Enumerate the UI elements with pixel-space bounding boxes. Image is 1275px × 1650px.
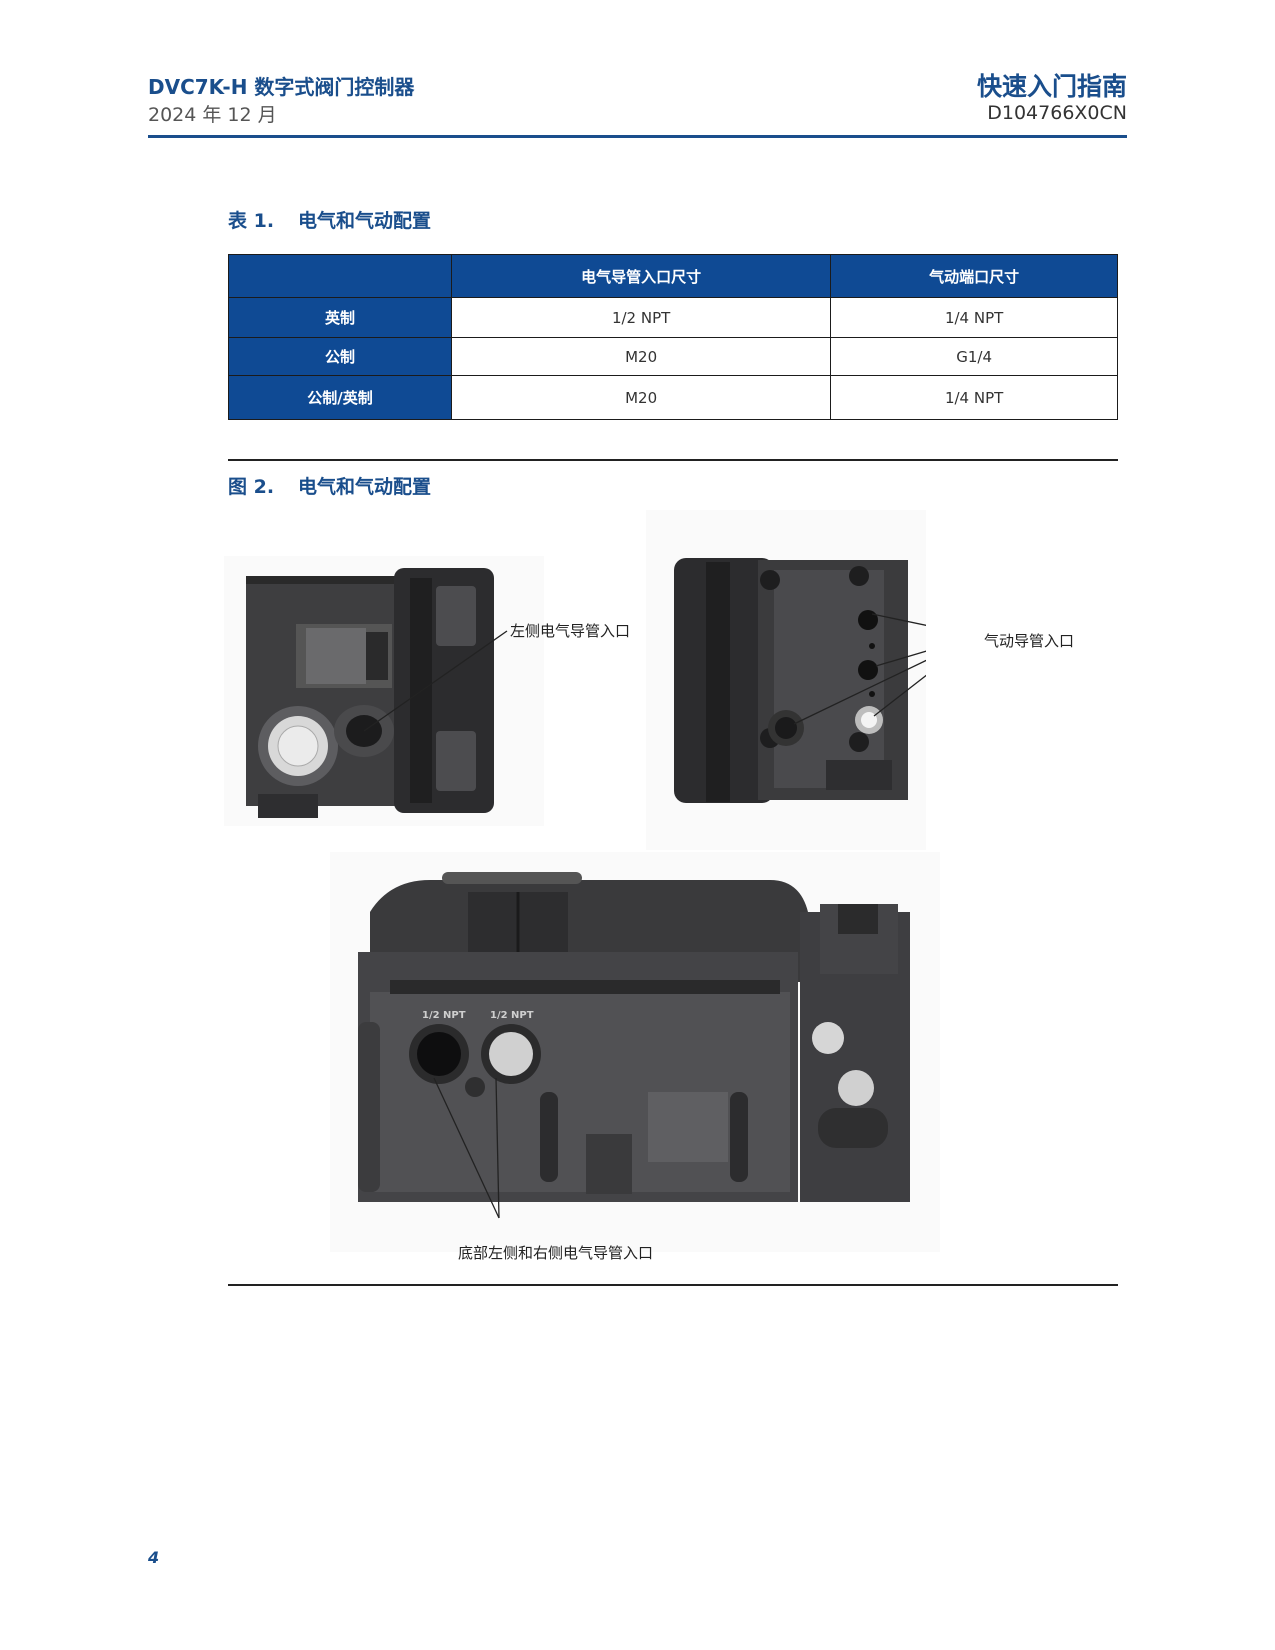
table-caption: 表 1. 电气和气动配置 [228, 206, 431, 233]
table-row: 英制 1/2 NPT 1/4 NPT [228, 297, 1118, 338]
publication-date: 2024 年 12 月 [148, 104, 277, 126]
table-caption-number: 表 1. [228, 210, 275, 232]
conduit-size-cell: 1/2 NPT [450, 297, 832, 338]
conduit-size-cell: M20 [450, 337, 832, 376]
pneumatic-size-cell: 1/4 NPT [830, 297, 1118, 338]
right-side-view-illustration [646, 510, 926, 850]
callout-left-conduit-entry: 左侧电气导管入口 [510, 622, 631, 640]
page-number: 4 [148, 1548, 160, 1567]
table-row: 公制/英制 M20 1/4 NPT [228, 375, 1118, 420]
figure-caption: 图 2. 电气和气动配置 [228, 472, 431, 499]
table-row: 公制 M20 G1/4 [228, 337, 1118, 376]
figure-top-rule [228, 459, 1118, 461]
row-label: 英制 [228, 297, 452, 338]
port-label-left: 1/2 NPT [422, 1010, 466, 1021]
guide-title: 快速入门指南 [976, 72, 1127, 101]
configuration-table: 电气导管入口尺寸 气动端口尺寸 英制 1/2 NPT 1/4 NPT 公制 M2… [228, 254, 1118, 420]
table-header-row: 电气导管入口尺寸 气动端口尺寸 [228, 254, 1118, 298]
figure-caption-text: 电气和气动配置 [298, 476, 432, 498]
row-label: 公制/英制 [228, 375, 452, 420]
table-caption-text: 电气和气动配置 [298, 210, 432, 232]
header-rule [148, 135, 1127, 138]
document-number: D104766X0CN [987, 102, 1127, 124]
row-label: 公制 [228, 337, 452, 376]
pneumatic-size-cell: G1/4 [830, 337, 1118, 376]
table-header-pneumatic: 气动端口尺寸 [830, 254, 1118, 298]
conduit-size-cell: M20 [450, 375, 832, 420]
table-header-corner [228, 254, 452, 298]
product-title: DVC7K-H 数字式阀门控制器 [148, 75, 415, 99]
left-side-view-illustration [224, 556, 544, 826]
port-label-right: 1/2 NPT [490, 1010, 534, 1021]
callout-bottom-conduit-entries: 底部左侧和右侧电气导管入口 [458, 1244, 654, 1262]
bottom-view-illustration: 1/2 NPT 1/2 NPT [330, 852, 940, 1252]
figure-bottom-rule [228, 1284, 1118, 1286]
figure-caption-number: 图 2. [228, 476, 275, 498]
table-header-conduit: 电气导管入口尺寸 [450, 254, 832, 298]
pneumatic-size-cell: 1/4 NPT [830, 375, 1118, 420]
callout-pneumatic-entry: 气动导管入口 [984, 632, 1075, 650]
